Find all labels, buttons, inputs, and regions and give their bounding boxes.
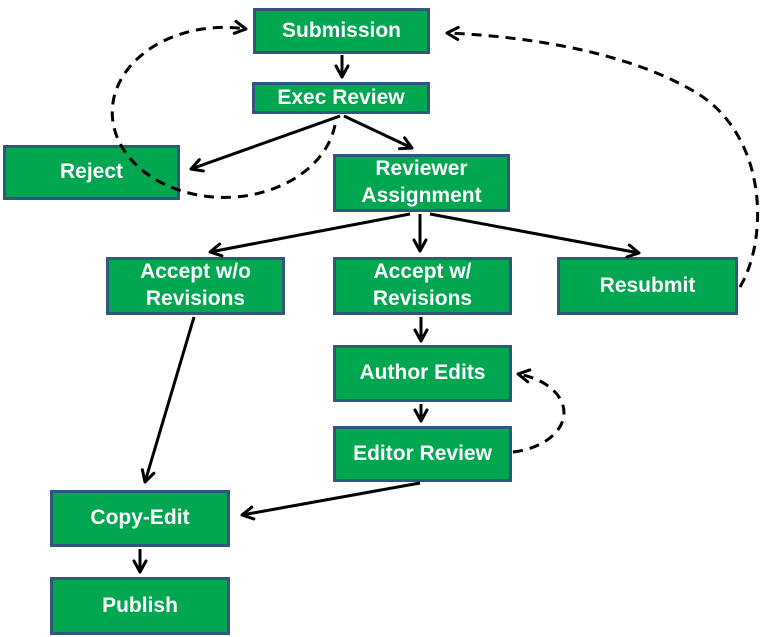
- edge-editor-review-to-copy-edit: [240, 481, 421, 521]
- node-reviewer-assignment: Reviewer Assignment: [333, 154, 510, 212]
- node-exec-review-label: Exec Review: [277, 85, 405, 109]
- node-reject-label: Reject: [59, 160, 124, 184]
- node-reject: Reject: [3, 145, 180, 200]
- node-submission: Submission: [253, 8, 430, 54]
- node-accept-with-revisions: Accept w/ Revisions: [333, 257, 512, 315]
- node-editor-review: Editor Review: [333, 426, 512, 482]
- node-exec-review: Exec Review: [252, 82, 430, 114]
- edge-reviewer-assignment-to-resubmit: [429, 212, 641, 259]
- node-author-edits-label: Author Edits: [359, 361, 486, 385]
- node-resubmit-label: Resubmit: [599, 273, 696, 297]
- node-editor-review-label: Editor Review: [353, 441, 492, 465]
- node-resubmit: Resubmit: [557, 257, 738, 315]
- node-accept-without-revisions-label: Accept w/o Revisions: [140, 260, 251, 310]
- node-author-edits: Author Edits: [333, 345, 512, 402]
- node-publish: Publish: [50, 577, 230, 635]
- node-accept-without-revisions: Accept w/o Revisions: [106, 257, 285, 315]
- node-copy-edit-label: Copy-Edit: [90, 506, 190, 530]
- node-submission-label: Submission: [281, 18, 402, 42]
- node-accept-with-revisions-label: Accept w/ Revisions: [372, 260, 473, 310]
- node-publish-label: Publish: [102, 593, 178, 617]
- edge-accept-wo-to-copy-edit: [140, 316, 196, 484]
- edge-exec-review-to-reject: [189, 114, 341, 173]
- edge-editor-review-to-author-edits-loop: [512, 368, 566, 454]
- node-reviewer-assignment-label: Reviewer Assignment: [361, 157, 482, 207]
- node-copy-edit: Copy-Edit: [50, 490, 230, 547]
- edge-reviewer-assignment-to-accept-wo: [208, 212, 411, 258]
- edge-exec-review-to-reviewer-assignment: [343, 114, 414, 151]
